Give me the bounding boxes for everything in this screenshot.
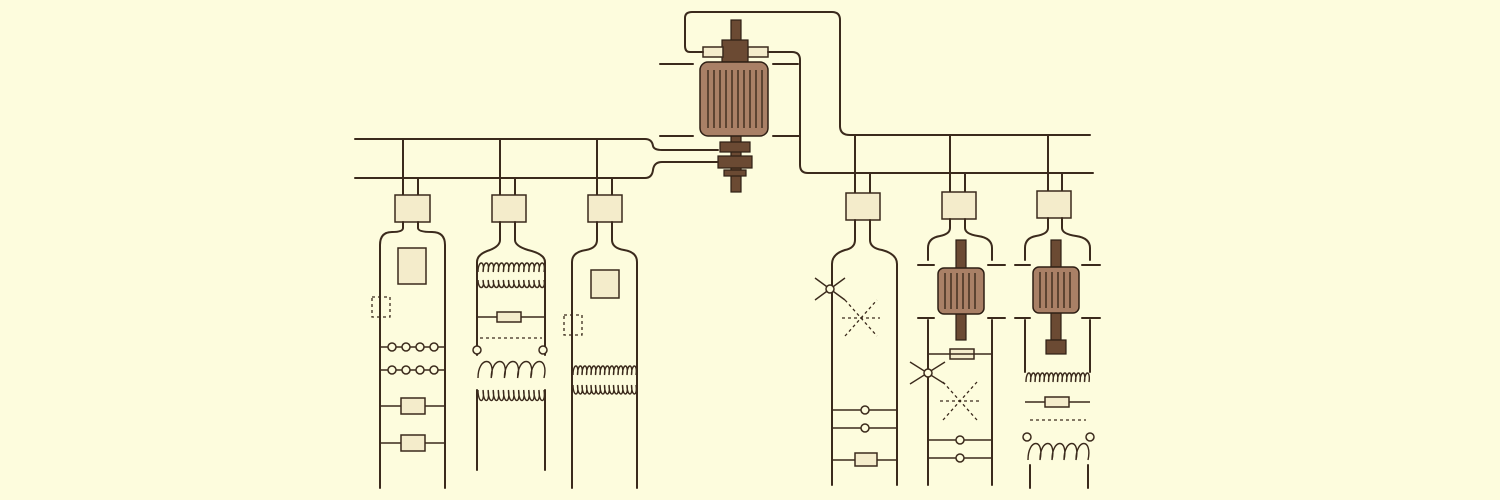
terminal-left — [472, 345, 482, 355]
circuit-motor-5 — [909, 218, 1006, 486]
coil-secondary — [477, 279, 546, 289]
coil-winding — [572, 384, 638, 395]
main-field-poles — [659, 63, 801, 137]
main-converter — [659, 19, 801, 193]
lamp — [860, 423, 870, 433]
switch-4 — [845, 192, 881, 221]
motor-armature — [937, 267, 985, 315]
resistor-grid — [590, 269, 620, 299]
right-bus-top — [684, 11, 1091, 136]
load-box — [854, 452, 878, 467]
coil-primary — [1025, 372, 1091, 383]
coil-winding — [477, 360, 546, 379]
lamp — [860, 405, 870, 415]
resistor — [496, 311, 522, 323]
main-armature — [699, 61, 769, 137]
coil-primary — [572, 365, 638, 376]
arc-lamp-icon — [814, 277, 846, 301]
resistor — [1044, 396, 1070, 408]
left-bus-top — [354, 138, 719, 151]
switch-6 — [1036, 190, 1072, 219]
circuit-3 — [563, 221, 638, 489]
coil-winding — [477, 279, 546, 289]
motor-pulley — [1045, 339, 1067, 355]
slip-ring-1 — [719, 141, 751, 153]
slip-ring-2 — [717, 155, 753, 169]
arc-lamp-icon — [909, 361, 946, 385]
switch-panels — [394, 190, 1072, 223]
resistor-grid — [397, 247, 427, 285]
main-commutator-top — [721, 39, 749, 63]
dashed-device — [563, 314, 583, 336]
terminal-right — [538, 345, 548, 355]
switch-1 — [394, 194, 431, 223]
slip-ring-3 — [723, 169, 747, 177]
coil-winding — [1025, 372, 1091, 383]
coil-winding — [477, 389, 546, 402]
coil-output — [477, 360, 546, 379]
coil-lower — [477, 389, 546, 402]
dashed-lamp-icon — [940, 381, 980, 421]
dashed-lamp-icon — [842, 299, 880, 337]
switch-5 — [941, 191, 977, 220]
coil-output — [1027, 442, 1090, 461]
terminal-left — [1022, 432, 1032, 442]
brush-right — [747, 46, 769, 58]
switch-3 — [587, 194, 623, 223]
coil-primary — [477, 262, 546, 273]
lamp-row-1 — [387, 342, 439, 352]
terminal-right — [1085, 432, 1095, 442]
motor-armature — [1032, 266, 1080, 314]
switch-2 — [491, 194, 527, 223]
circuit-arc-lamps-4 — [814, 219, 898, 486]
circuit-lighting-1 — [371, 221, 446, 489]
circuit-transformer-2 — [472, 221, 548, 471]
lamp-row-2 — [387, 365, 439, 375]
lamp — [955, 453, 965, 463]
coil-winding — [477, 262, 546, 273]
right-bus-bottom — [767, 51, 1094, 174]
load-box-2 — [400, 434, 426, 452]
load-box-1 — [400, 397, 426, 415]
armature-slots — [707, 70, 763, 128]
brush-left — [702, 46, 724, 58]
coil-winding — [572, 365, 638, 376]
bus-wires — [354, 11, 1094, 179]
coil-secondary — [572, 384, 638, 395]
dashed-device — [371, 296, 391, 318]
left-bus-bottom — [354, 161, 719, 179]
coil-winding — [1027, 442, 1090, 461]
circuit-motor-6 — [1014, 217, 1101, 489]
lamp — [955, 435, 965, 445]
